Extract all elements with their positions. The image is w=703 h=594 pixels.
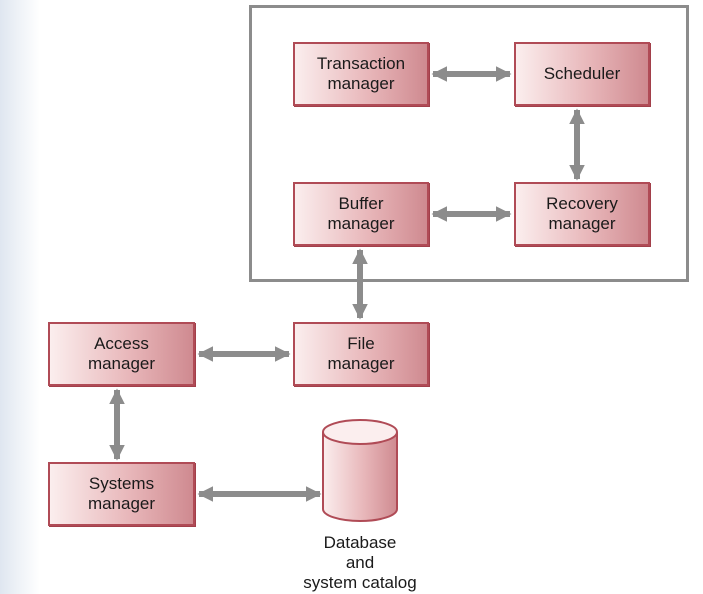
- access-manager-box: Access manager: [48, 322, 195, 386]
- transaction-subsystem-frame: [249, 5, 689, 282]
- transaction-manager-box: Transaction manager: [293, 42, 429, 106]
- systems-manager-box: Systems manager: [48, 462, 195, 526]
- file-manager-box: File manager: [293, 322, 429, 386]
- database-cylinder: [322, 419, 398, 522]
- scheduler-box: Scheduler: [514, 42, 650, 106]
- recovery-manager-box: Recovery manager: [514, 182, 650, 246]
- left-edge-gradient: [0, 0, 40, 594]
- buffer-manager-box: Buffer manager: [293, 182, 429, 246]
- database-label: Database and system catalog: [303, 533, 417, 592]
